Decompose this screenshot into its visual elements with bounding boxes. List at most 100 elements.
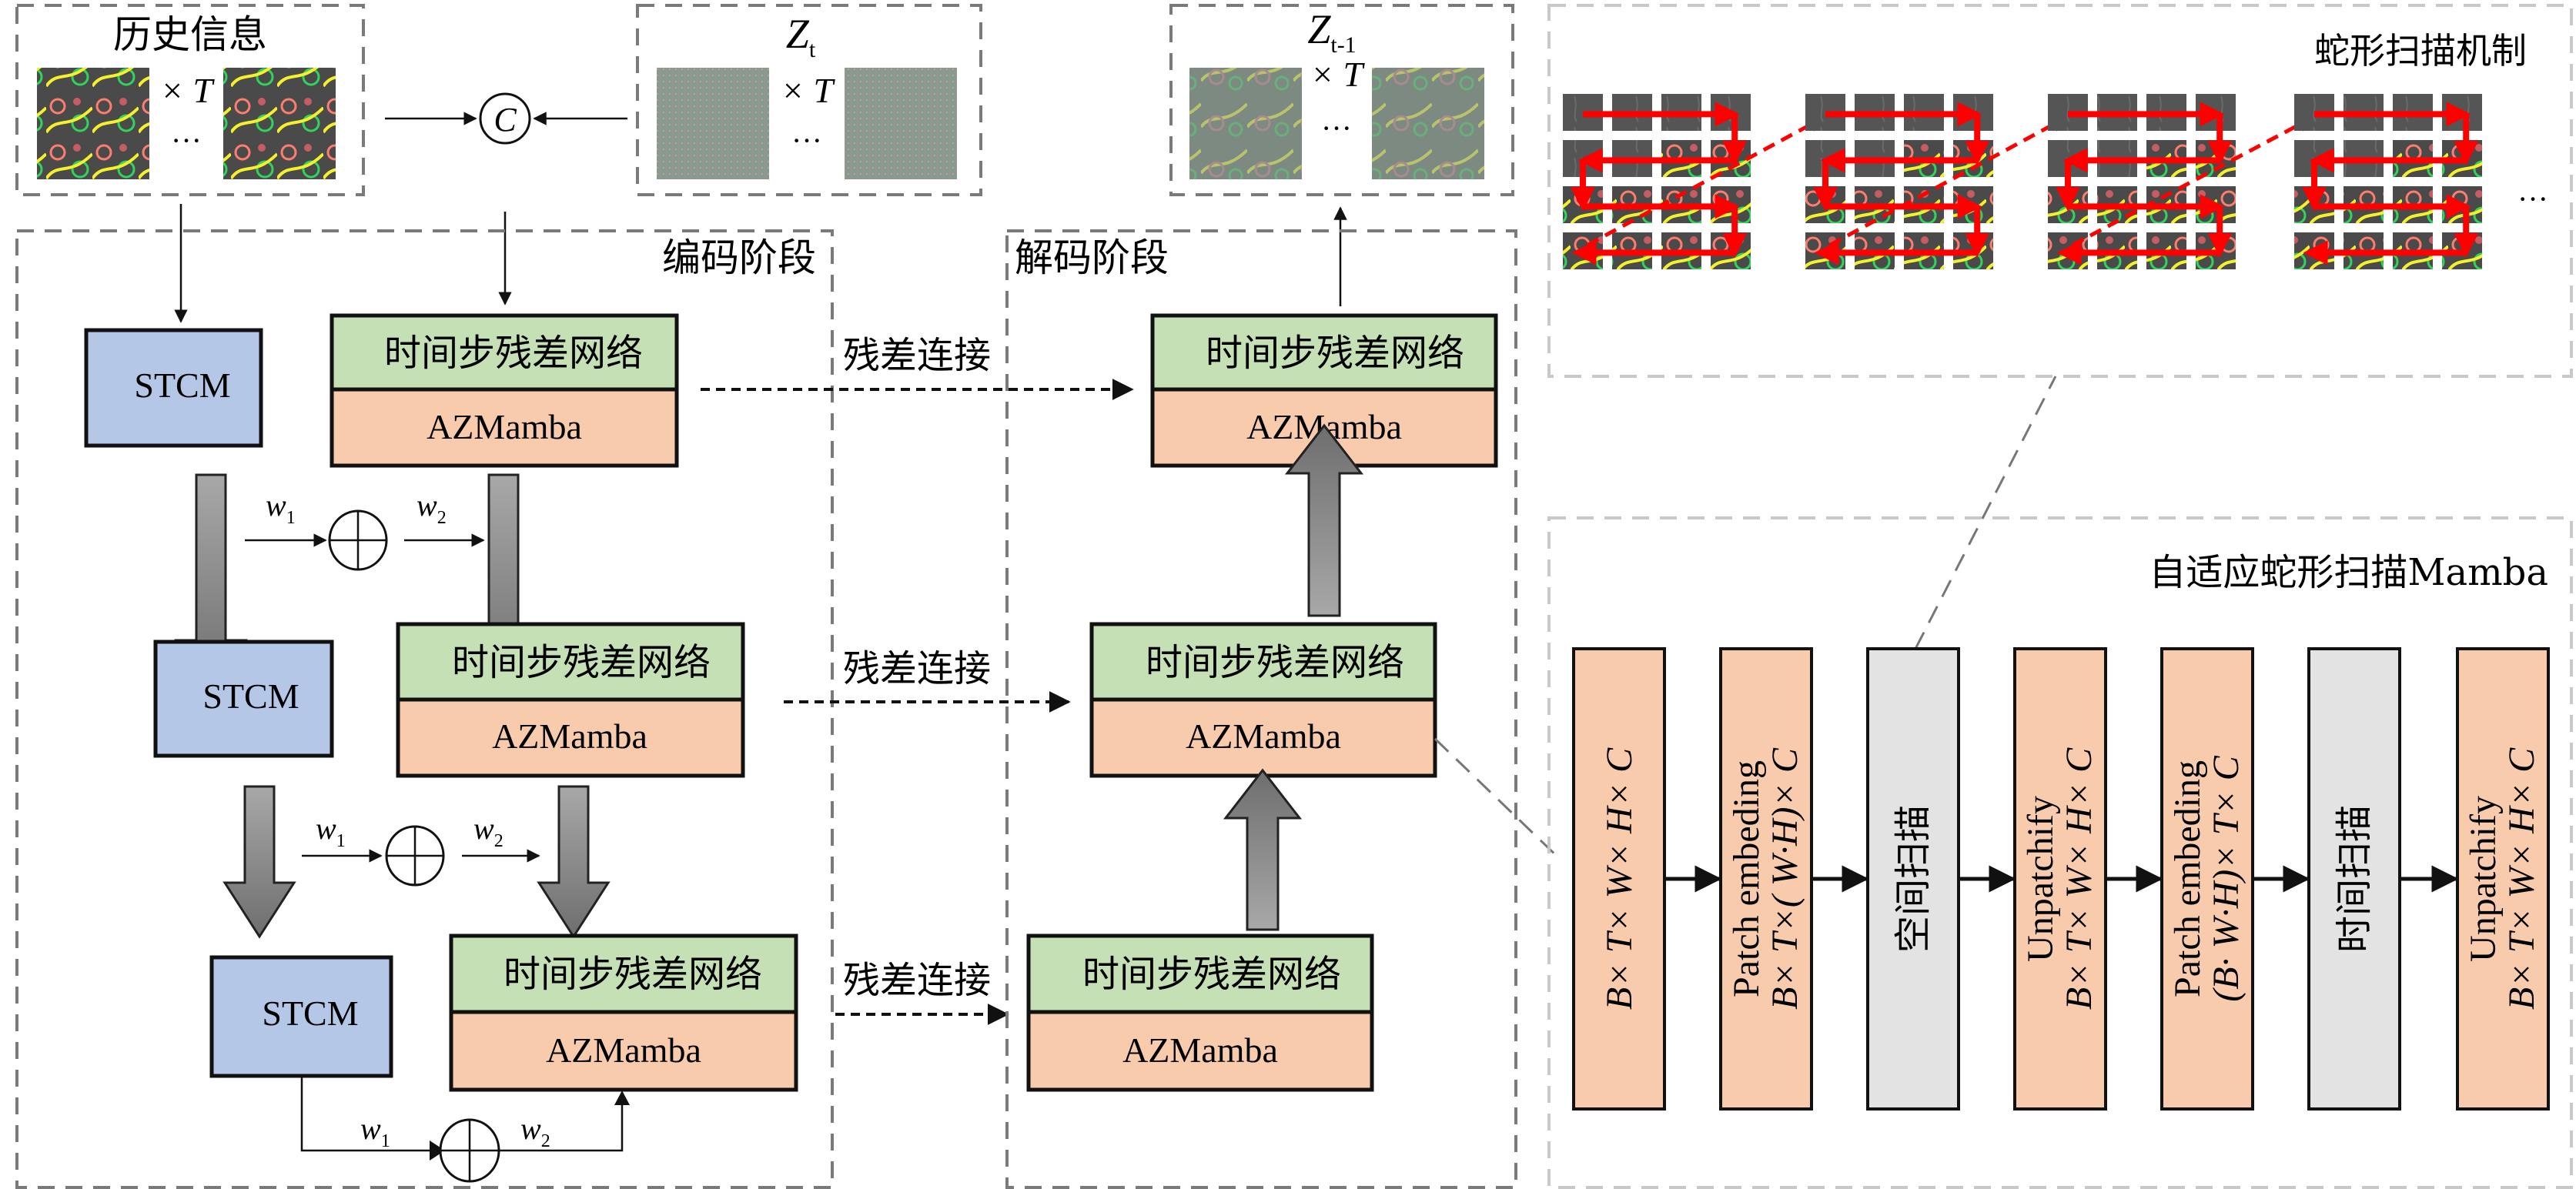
stcm-label: STCM [262,994,358,1033]
stcm-block [209,955,393,1078]
stage-box [1866,647,1960,1111]
residual-net-block [1089,622,1437,702]
mamba-stage-tensor: Patch embedingB× T×( W·H)× C [1719,647,1813,1111]
history-frame-first [37,68,149,179]
w1-label: w1 [360,1111,390,1151]
skip-label: 残差连接 [843,959,991,1002]
encoder-title: 编码阶段 [662,235,816,280]
history-times-t: × T [160,71,216,110]
mamba-stage-scan: 时间扫描 [2307,647,2401,1111]
fusion-2: w1 w2 [302,811,540,887]
snake-scan-frame [1805,94,1993,269]
noise-input-panel: Zt × T ··· [636,4,982,196]
concat-symbol: C [493,101,517,139]
output-frame-last [1372,68,1484,179]
stage-label: 空间扫描 [1892,805,1935,953]
snake-scan-title: 蛇形扫描机制 [2314,30,2527,72]
residual-net-label: 时间步残差网络 [1082,953,1341,996]
w1-label: w1 [266,488,296,528]
history-ellipsis: ··· [171,123,202,158]
history-frame-last [223,68,336,179]
decoder-level-3: 时间步残差网络 AZMamba [1026,933,1374,1092]
stcm-block [153,640,334,758]
residual-net-block [1026,933,1374,1014]
stage-box [2160,647,2254,1111]
encoder-stage: 编码阶段 [15,229,834,1189]
azmamba-label: AZMamba [1122,1030,1278,1070]
stage-label: UnpatchifyB× T× W× H× C [2463,747,2542,1010]
mamba-stage-tensor: B× T× W× H× C [1572,647,1666,1111]
w2-label: w2 [473,811,503,851]
stage-box [1719,647,1813,1111]
azmamba-block [1026,1010,1374,1092]
snake-scan-frame [2048,94,2236,269]
stcm-label: STCM [202,676,299,716]
stage-label: 时间扫描 [2333,805,2376,953]
residual-net-label: 时间步残差网络 [503,953,762,996]
snake-scan-frame [2294,94,2482,269]
w2-label: w2 [520,1111,550,1151]
output-times-t: × T [1310,55,1366,94]
residual-net-label: 时间步残差网络 [384,332,643,375]
concat-node: C [479,92,531,145]
skip-label: 残差连接 [843,334,991,377]
fat-up-arrow-dec-2 [1223,768,1303,931]
residual-net-label: 时间步残差网络 [1146,641,1404,684]
residual-net-block [1150,313,1498,392]
fat-down-arrow-block-2 [537,785,611,939]
noise-title: Zt [786,11,816,62]
adaptive-snake-mamba-panel: 自适应蛇形扫描Mamba B× T× W× H× C Patch embeding… [1547,516,2573,1189]
encoder-level-1: STCM 时间步残差网络 AZMamba [84,313,679,468]
snake-scan-frame [1563,94,1751,269]
azmamba-label: AZMamba [546,1030,701,1070]
stcm-label: STCM [134,366,230,405]
stage-box [2456,647,2550,1111]
azmamba-label: AZMamba [492,716,647,756]
mamba-stages: B× T× W× H× C Patch embedingB× T×( W·H)× … [1572,647,2550,1111]
output-panel: Zt-1 × T ··· [1169,4,1514,196]
skip-label: 残差连接 [843,647,991,690]
stcm-block [84,328,263,448]
azmamba-block [396,697,745,778]
w2-label: w2 [417,488,447,528]
skip-connection-3: 残差连接 [835,959,1009,1025]
skip-connection-1: 残差连接 [701,334,1134,400]
stage-box [2013,647,2107,1111]
mamba-stage-scan: 空间扫描 [1866,647,1960,1111]
noise-times-t: × T [781,71,836,110]
residual-net-label: 时间步残差网络 [1206,332,1464,375]
azmamba-block [449,1010,798,1092]
mamba-stage-tensor: Patch embeding(B· W·H)× T× C [2160,647,2254,1111]
mamba-stage-tensor: UnpatchifyB× T× W× H× C [2013,647,2107,1111]
residual-net-block [330,313,679,392]
output-ellipsis: ··· [1321,111,1352,145]
stage-label: UnpatchifyB× T× W× H× C [2020,747,2099,1010]
zoom-connector-scan [1914,376,2057,650]
fusion-3: w1 w2 [300,1076,630,1183]
history-input-panel: 历史信息 × T ··· [15,4,365,196]
snake-scan-panel: 蛇形扫描机制 ··· [1547,4,2573,378]
frame-transition-arrow [1828,117,2067,247]
zoom-connector-azmamba [1434,737,1563,862]
history-title: 历史信息 [113,12,267,57]
stage-label: Patch embedingB× T×( W·H)× C [1726,747,1805,1010]
noise-frame-first [657,68,769,179]
stage-box [1572,647,1666,1111]
fat-up-arrow-dec-1 [1284,423,1364,617]
output-frame-first [1189,68,1302,179]
fusion-1: w1 w2 [245,488,485,571]
w1-label: w1 [316,811,346,851]
mamba-stage-tensor: UnpatchifyB× T× W× H× C [2456,647,2550,1111]
mamba-module-title: 自适应蛇形扫描Mamba [2149,551,2548,594]
azmamba-block [330,387,679,468]
azmamba-block [1089,697,1437,778]
azmamba-label: AZMamba [427,407,582,446]
decoder-level-2: 时间步残差网络 AZMamba [1089,622,1437,778]
output-title: Zt-1 [1307,6,1356,58]
stage-label: Patch embeding(B· W·H)× T× C [2167,755,2246,1001]
frame-transition-arrow [2071,117,2313,247]
encoder-level-3: STCM 时间步残差网络 AZMamba [209,933,798,1092]
noise-frame-last [845,68,957,179]
decoder-stage: 解码阶段 [1005,229,1517,1189]
